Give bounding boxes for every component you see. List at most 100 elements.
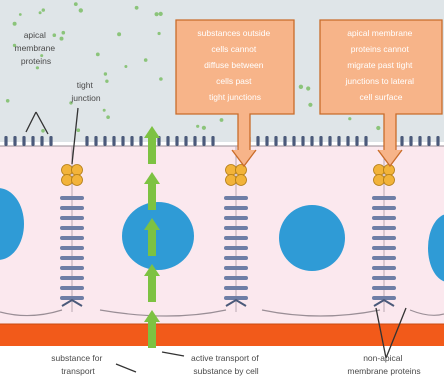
junction-bead [62, 175, 73, 186]
substance-dot [196, 125, 199, 128]
active-transport-line-2: substance by cell [193, 366, 258, 376]
substance-dot [19, 13, 22, 16]
substance-dot [348, 117, 351, 120]
substance-dot [77, 128, 81, 132]
membrane-protein [224, 216, 248, 220]
apical-receptor [13, 136, 16, 146]
substance-dot [39, 11, 42, 14]
active-transport-line-1: active transport of [191, 353, 259, 363]
apical-receptor [292, 136, 295, 146]
apical-proteins-line-1: apical [24, 30, 46, 40]
apical-receptor [175, 136, 178, 146]
apical-receptor [184, 136, 187, 146]
apical-proteins-line-2: membrane [14, 43, 55, 53]
box-apical-line-4: junctions to lateral [345, 76, 415, 86]
membrane-protein [224, 236, 248, 240]
apical-receptor [130, 136, 133, 146]
apical-receptor [202, 136, 205, 146]
substance-dot [62, 31, 66, 35]
box-outside-line-3: diffuse between [204, 60, 264, 70]
membrane-protein [224, 256, 248, 260]
box-apical-line-5: cell surface [360, 92, 403, 102]
junction-bead [236, 175, 247, 186]
substance-dot [104, 72, 107, 75]
apical-receptor [139, 136, 142, 146]
junction-bead [226, 165, 237, 176]
substance-dot [13, 22, 17, 26]
membrane-protein [60, 256, 84, 260]
junction-stack-1 [60, 146, 84, 312]
apical-receptor [409, 136, 412, 146]
substance-dot [124, 65, 127, 68]
apical-receptor [265, 136, 268, 146]
apical-receptor [436, 136, 439, 146]
substance-dot [159, 77, 163, 81]
membrane-protein [224, 226, 248, 230]
nucleus-center-right [279, 205, 345, 271]
membrane-protein [372, 236, 396, 240]
substance-dot [202, 126, 206, 130]
membrane-protein [224, 196, 248, 200]
apical-receptor [121, 136, 124, 146]
junction-bead [384, 175, 395, 186]
substance-dot [6, 99, 10, 103]
membrane-protein [372, 266, 396, 270]
junction-bead [374, 165, 385, 176]
junction-stack-2 [224, 146, 248, 312]
substance-dot [135, 6, 139, 10]
membrane-protein [60, 206, 84, 210]
apical-receptor [112, 136, 115, 146]
substance-dot [106, 115, 110, 119]
apical-receptor [22, 136, 25, 146]
junction-bead [384, 165, 395, 176]
apical-receptor [301, 136, 304, 146]
membrane-protein [60, 276, 84, 280]
apical-receptor [355, 136, 358, 146]
nucleus-center-left [122, 202, 194, 270]
substance-dot [74, 2, 78, 6]
apical-receptor [283, 136, 286, 146]
apical-receptor [193, 136, 196, 146]
apical-receptor [274, 136, 277, 146]
substance-dot [144, 58, 148, 62]
apical-receptor [4, 136, 7, 146]
apical-receptor [319, 136, 322, 146]
substance-dot [36, 66, 39, 69]
apical-receptor [400, 136, 403, 146]
junction-stack-3 [372, 146, 396, 312]
nonapical-line-1: non-apical [363, 353, 402, 363]
apical-receptor [94, 136, 97, 146]
membrane-protein [60, 286, 84, 290]
tight-junction-line-2: junction [70, 93, 101, 103]
junction-bead [62, 165, 73, 176]
junction-bead [236, 165, 247, 176]
membrane-protein [60, 246, 84, 250]
substance-dot [79, 8, 83, 12]
membrane-protein [224, 246, 248, 250]
membrane-protein [224, 266, 248, 270]
apical-receptor [346, 136, 349, 146]
apical-receptor [337, 136, 340, 146]
membrane-protein [372, 206, 396, 210]
substance-dot [60, 37, 64, 41]
membrane-protein [60, 216, 84, 220]
apical-receptor [49, 136, 52, 146]
substance-dot [159, 12, 163, 16]
apical-receptor [418, 136, 421, 146]
membrane-protein [372, 286, 396, 290]
apical-receptor [427, 136, 430, 146]
transport-arrow-shaft [148, 136, 156, 164]
substance-transport-line-2: transport [61, 366, 95, 376]
substance-dot [376, 126, 380, 130]
substance-dot [306, 86, 310, 90]
tight-junction-line-1: tight [77, 80, 94, 90]
apical-receptor [310, 136, 313, 146]
apical-receptor [85, 136, 88, 146]
junction-bead [72, 165, 83, 176]
apical-receptor [40, 136, 43, 146]
membrane-protein [372, 216, 396, 220]
box-outside-line-5: tight junctions [209, 92, 261, 102]
membrane-protein [224, 206, 248, 210]
apical-receptor [103, 136, 106, 146]
